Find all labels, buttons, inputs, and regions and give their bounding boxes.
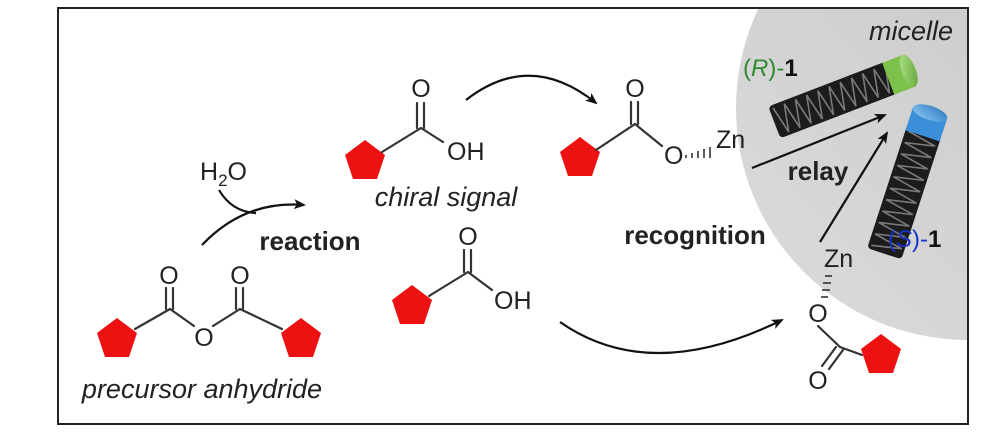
carbonyl-oxygen: O: [625, 75, 644, 103]
relay-arrow-s: [819, 131, 889, 243]
s-helix-body: [868, 125, 941, 259]
pentagon-ring: [97, 318, 137, 357]
zinc-atom: Zn: [824, 245, 853, 273]
bottom-acid-molecule: O OH: [392, 223, 532, 324]
carboxylate-zinc-complex-right: Zn O O: [808, 245, 901, 395]
recognition-label: recognition: [624, 220, 766, 250]
carboxylate-zinc-complex-top: O O Zn: [560, 75, 745, 176]
s-helix-cap: [912, 104, 948, 122]
zinc-atom: Zn: [716, 126, 745, 154]
coordinating-oxygen: O: [664, 142, 683, 170]
coordination-bond: [685, 147, 711, 158]
carbonyl-oxygen: O: [230, 262, 249, 290]
water-formula: H2O: [200, 158, 247, 190]
r-helix-polymer: [769, 54, 918, 138]
micelle-label: micelle: [869, 16, 953, 46]
carbonyl-oxygen: O: [458, 223, 477, 251]
pentagon-ring: [392, 285, 432, 324]
chiral-signal-acid-molecule: O OH: [345, 75, 485, 179]
hydroxyl-group: OH: [494, 287, 532, 315]
coordinating-oxygen: O: [808, 300, 827, 328]
r-helix-cap: [899, 54, 918, 87]
chiral-signal-label: chiral signal: [375, 182, 519, 212]
s-helix-label: (S)-1: [888, 226, 941, 253]
bridge-oxygen: O: [194, 324, 213, 352]
precursor-anhydride-molecule: O O O: [97, 262, 321, 357]
pentagon-ring: [345, 140, 385, 179]
s-helix-polymer: [868, 104, 948, 259]
binding-arrow-top: [465, 74, 598, 105]
carbonyl-oxygen: O: [159, 262, 178, 290]
pentagon-ring: [560, 137, 600, 176]
precursor-label: precursor anhydride: [81, 374, 322, 404]
r-helix-label: (R)-1: [743, 55, 798, 82]
diagram-frame: [57, 7, 969, 425]
reaction-label: reaction: [259, 226, 360, 256]
carbonyl-oxygen: O: [411, 75, 430, 103]
pentagon-ring: [281, 318, 321, 357]
water-input-curve: [218, 189, 257, 215]
carbonyl-oxygen: O: [808, 367, 827, 395]
pentagon-ring: [861, 334, 901, 373]
micelle-region: [736, 8, 968, 340]
binding-arrow-bottom: [559, 319, 784, 355]
relay-arrow-r: [751, 113, 887, 170]
hydroxyl-group: OH: [447, 138, 485, 166]
relay-label: relay: [788, 156, 849, 186]
coordination-bond: [821, 275, 832, 298]
